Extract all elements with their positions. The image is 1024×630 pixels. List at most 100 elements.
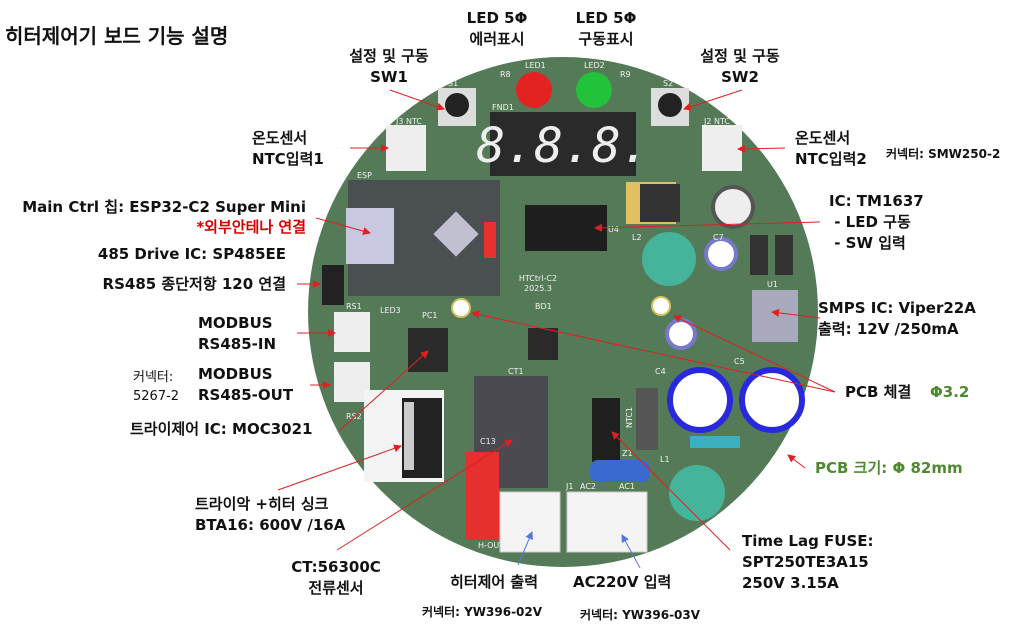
antenna-label: *외부안테나 연결 <box>196 218 306 236</box>
ref-label: BD1 <box>535 302 552 311</box>
label-line: 커넥터: <box>133 370 174 385</box>
label-line: NTC입력2 <box>795 150 867 168</box>
modbus-in-label: MODBUS RS485-IN <box>198 313 276 355</box>
page-title: 히터제어기 보드 기능 설명 <box>5 24 229 48</box>
label-line: CT:56300C <box>291 558 381 576</box>
label-line: LED 5Φ <box>466 9 528 27</box>
sw1-label: 설정 및 구동 SW1 <box>349 46 428 88</box>
label-line: 출력: 12V /250mA <box>818 320 959 338</box>
label-line: 250V 3.15A <box>742 574 839 592</box>
label-line: 설정 및 구동 <box>700 47 780 65</box>
inductor-l1 <box>669 465 725 521</box>
ref-label: L2 <box>632 233 642 242</box>
ntc1-label: 온도센서 NTC입력1 <box>252 128 324 170</box>
label-line: 에러표시 <box>469 30 525 48</box>
capacitor-c5 <box>739 367 805 433</box>
tm1637-chip <box>525 205 607 251</box>
ref-label: AC2 <box>580 482 596 491</box>
viper22a-chip <box>752 290 798 342</box>
fuse-label: Time Lag FUSE: SPT250TE3A15 250V 3.15A <box>742 531 874 594</box>
silk-board-date: 2025.3 <box>524 284 552 293</box>
seven-segment-display <box>490 112 636 176</box>
label-line: - LED 구동 <box>829 213 911 231</box>
ref-label: RS2 <box>346 412 362 421</box>
ref-label: PC1 <box>422 311 438 320</box>
ref-label: LED3 <box>380 306 401 315</box>
rs485-in-connector <box>334 312 370 352</box>
ref-label: LED2 <box>584 61 605 70</box>
label-line: MODBUS <box>198 365 273 383</box>
ref-label: R8 <box>500 70 511 79</box>
ref-label: J1 <box>565 482 573 491</box>
termination-label: RS485 종단저항 120 연결 <box>102 275 286 293</box>
modbus-out-label: MODBUS RS485-OUT <box>198 364 293 406</box>
label-line: 온도센서 <box>252 129 308 147</box>
mount-hole <box>451 298 471 318</box>
ref-label: U4 <box>608 225 619 234</box>
smps-label: SMPS IC: Viper22A 출력: 12V /250mA <box>818 298 976 340</box>
ref-label: C13 <box>480 437 496 446</box>
label-line: RS485-OUT <box>198 386 294 404</box>
ct-label: CT:56300C 전류센서 <box>291 557 381 599</box>
heater-connector-label: 커넥터: YW396-02V <box>422 605 543 619</box>
label-line: 설정 및 구동 <box>349 47 429 65</box>
label-line: 트라이악 +히터 싱크 <box>195 495 329 513</box>
label-line: SW1 <box>370 68 408 86</box>
ref-label: FND1 <box>492 103 514 112</box>
label-line: 전류센서 <box>308 579 364 597</box>
led-green <box>576 72 612 108</box>
connector-arrows <box>517 531 641 569</box>
label-line: 구동표시 <box>578 30 634 48</box>
ref-label: CT1 <box>508 367 524 376</box>
ref-label: C7 <box>713 233 724 242</box>
led-error-label: LED 5Φ 에러표시 <box>467 8 528 50</box>
modbus-connector-label: 커넥터:5267-2 <box>133 368 179 406</box>
ref-label: S1 <box>448 79 458 88</box>
label-line: SW2 <box>721 68 759 86</box>
sw2-label: 설정 및 구동 SW2 <box>700 46 779 88</box>
pcb-mount-label: PCB 체결 <box>845 383 912 401</box>
label-line: SMPS IC: Viper22A <box>818 299 976 317</box>
x2-capacitor <box>465 452 499 540</box>
ref-label: U1 <box>767 280 778 289</box>
ntc2-connector <box>702 125 742 171</box>
label-line: Time Lag FUSE: <box>742 532 874 550</box>
fuse <box>592 398 620 462</box>
ref-label: ESP <box>357 171 372 180</box>
termination-jumper <box>322 265 344 305</box>
label-line: SPT250TE3A15 <box>742 553 869 571</box>
label-line: - SW 입력 <box>829 234 906 252</box>
ac-in-label: AC220V 입력 <box>573 573 672 591</box>
label-line: 온도센서 <box>795 129 851 147</box>
label-line: MODBUS <box>198 314 273 332</box>
drive-ic-label: 485 Drive IC: SP485EE <box>97 245 286 263</box>
led-red <box>516 72 552 108</box>
ref-label: Z1 <box>622 449 633 458</box>
display-digits: 8.8.8. <box>476 118 649 174</box>
label-line: BTA16: 600V /16A <box>195 516 346 534</box>
ref-label: LED1 <box>525 61 546 70</box>
ntc-connector-label: 커넥터: SMW250-2 <box>886 147 1001 161</box>
silk-board-name: HTCtrl-C2 <box>519 274 557 283</box>
heater-out-label: 히터제어 출력 <box>450 573 539 591</box>
ref-label: NTC1 <box>625 407 634 428</box>
label-line: RS485-IN <box>198 335 277 353</box>
ref-label: S2 <box>663 79 673 88</box>
triac-label: 트라이악 +히터 싱크 BTA16: 600V /16A <box>195 494 345 536</box>
inductor-l2 <box>642 232 696 286</box>
ref-label: H-OUT <box>478 541 504 550</box>
tm1637-label: IC: TM1637 - LED 구동 - SW 입력 <box>829 191 924 254</box>
ref-label: RS1 <box>346 302 362 311</box>
ref-label: AC1 <box>619 482 635 491</box>
label-line: NTC입력1 <box>252 150 324 168</box>
ref-label: C4 <box>655 367 666 376</box>
ntc1-connector <box>386 125 426 171</box>
moc3021-chip <box>408 328 448 372</box>
label-line: IC: TM1637 <box>829 192 924 210</box>
main-ctrl-label: Main Ctrl 칩: ESP32-C2 Super Mini <box>22 198 306 216</box>
ref-label: J2 NTC <box>703 117 730 126</box>
pcb-mount-dia-label: Φ3.2 <box>930 383 970 401</box>
ntc2-label: 온도센서 NTC입력2 <box>795 128 867 170</box>
